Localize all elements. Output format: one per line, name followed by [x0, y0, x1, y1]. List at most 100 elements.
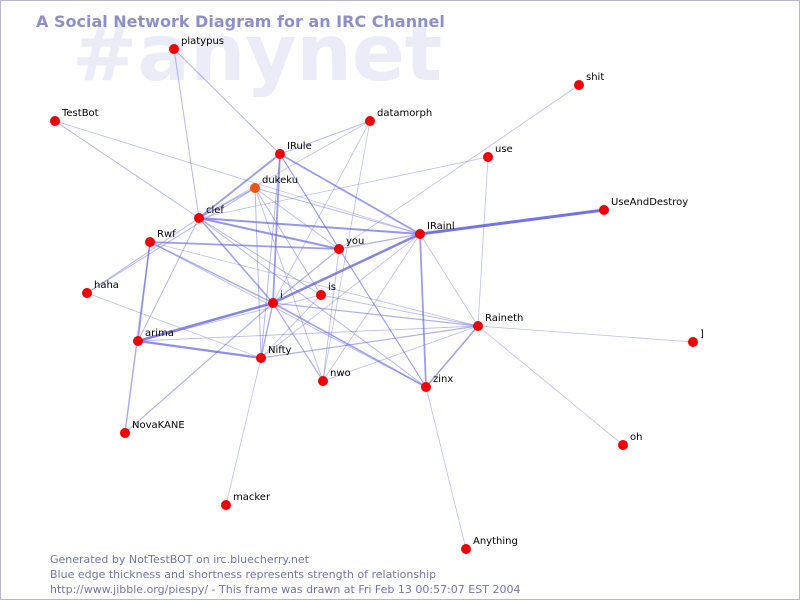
edge-rwf-you [149, 241, 340, 250]
node-label: TestBot [61, 108, 99, 119]
node-haha[interactable]: haha [82, 280, 119, 298]
node-arima[interactable]: arima [133, 328, 174, 346]
edge-use-raineth [477, 156, 489, 327]
edge-clef-irule [198, 153, 281, 219]
footer-source-link[interactable]: http://www.jibble.org/piespy/ - This fra… [50, 583, 521, 596]
node-label: oh [630, 432, 642, 443]
node-is[interactable]: is [316, 282, 336, 300]
node-dot[interactable] [133, 336, 143, 346]
diagram-title: A Social Network Diagram for an IRC Chan… [36, 12, 445, 31]
node-clef[interactable]: clef [194, 205, 224, 223]
edge-dukeku-haha [86, 187, 256, 294]
footer: Generated by NotTestBOT on irc.bluecherr… [50, 552, 520, 597]
edge-shit-you [338, 84, 580, 250]
edge-datamorph-clef [198, 120, 371, 219]
edge-clef-zinx [198, 217, 427, 388]
node-label: platypus [181, 36, 224, 47]
node-dot[interactable] [365, 116, 375, 126]
edge-irule-zinx [279, 153, 427, 388]
edge-you-nwo [322, 248, 340, 382]
node-use[interactable]: use [483, 144, 513, 162]
node-dot[interactable] [194, 213, 204, 223]
edge-dukeku-you [254, 187, 340, 250]
edge-i-nifty [260, 302, 274, 359]
node-useanddestroy[interactable]: UseAndDestroy [599, 197, 688, 215]
node-dot[interactable] [461, 544, 471, 554]
node-dot[interactable] [415, 229, 425, 239]
node-dot[interactable] [688, 337, 698, 347]
node-i[interactable]: i [268, 290, 283, 308]
node-label: use [495, 144, 513, 155]
node-anything[interactable]: Anything [461, 536, 518, 554]
node-dot[interactable] [275, 149, 285, 159]
node-dot[interactable] [82, 288, 92, 298]
edge-i-novakane [124, 302, 274, 434]
node-dot[interactable] [221, 500, 231, 510]
edge-datamorph-nwo [322, 120, 371, 382]
node-dot[interactable] [618, 440, 628, 450]
node-dot[interactable] [120, 428, 130, 438]
node-dot[interactable] [145, 237, 155, 247]
node-novakane[interactable]: NovaKANE [120, 420, 185, 438]
node-dot[interactable] [483, 152, 493, 162]
node-testbot[interactable]: TestBot [50, 108, 99, 126]
node-macker[interactable]: macker [221, 492, 271, 510]
node-dot[interactable] [574, 80, 584, 90]
node-nwo[interactable]: nwo [318, 368, 351, 386]
edge-arima-nifty [136, 339, 263, 360]
edge-arima-raineth [137, 325, 479, 342]
node-dot[interactable] [316, 290, 326, 300]
node-oh[interactable]: oh [618, 432, 642, 450]
edge-clef-irainl [198, 217, 421, 235]
node-irule[interactable]: IRule [275, 141, 312, 159]
edge-irainl-raineth [419, 233, 479, 327]
edge-dukeku-is [254, 187, 322, 296]
node-raineth[interactable]: Raineth [473, 313, 523, 331]
node-zinx[interactable]: zinx [421, 374, 453, 392]
node-dot[interactable] [334, 244, 344, 254]
edge-you-zinx [338, 248, 427, 388]
node-bracket[interactable]: ] [688, 329, 704, 347]
edge-you-irainl [338, 233, 421, 250]
edge-clef-haha [86, 217, 200, 294]
edge-clef-i [198, 217, 274, 304]
node-datamorph[interactable]: datamorph [365, 108, 432, 126]
edge-zinx-raineth [425, 325, 479, 388]
node-dot[interactable] [250, 183, 260, 193]
node-dot[interactable] [50, 116, 60, 126]
node-label: Anything [473, 536, 518, 547]
node-label: shit [586, 72, 604, 83]
node-label: you [346, 236, 364, 247]
node-irainl[interactable]: IRainl [415, 221, 455, 239]
edge-irule-nifty [260, 153, 281, 359]
edge-is-arima [137, 294, 322, 342]
node-platypus[interactable]: platypus [169, 36, 224, 54]
node-label: NovaKANE [132, 420, 185, 431]
edge-rwf-raineth [149, 241, 479, 327]
node-dot[interactable] [169, 44, 179, 54]
edge-platypus-irule [173, 48, 281, 155]
node-dot[interactable] [256, 353, 266, 363]
node-dot[interactable] [268, 298, 278, 308]
node-label: dukeku [262, 175, 298, 186]
node-nifty[interactable]: Nifty [256, 345, 292, 363]
node-shit[interactable]: shit [574, 72, 604, 90]
edge-platypus-clef [173, 48, 200, 219]
node-you[interactable]: you [334, 236, 364, 254]
node-rwf[interactable]: Rwf [145, 229, 176, 247]
node-dot[interactable] [318, 376, 328, 386]
node-dot[interactable] [473, 321, 483, 331]
edge-i-irainl [271, 232, 422, 305]
edge-i-arima [136, 301, 275, 343]
node-label: arima [145, 328, 174, 339]
edge-i-raineth [272, 302, 479, 327]
edge-irule-i [272, 153, 281, 304]
node-dot[interactable] [599, 205, 609, 215]
edge-rwf-i [149, 241, 274, 304]
edge-nifty-macker [225, 357, 262, 506]
node-label: clef [206, 205, 224, 216]
node-dot[interactable] [421, 382, 431, 392]
edge-dukeku-nwo [254, 187, 324, 382]
node-dukeku[interactable]: dukeku [250, 175, 298, 193]
